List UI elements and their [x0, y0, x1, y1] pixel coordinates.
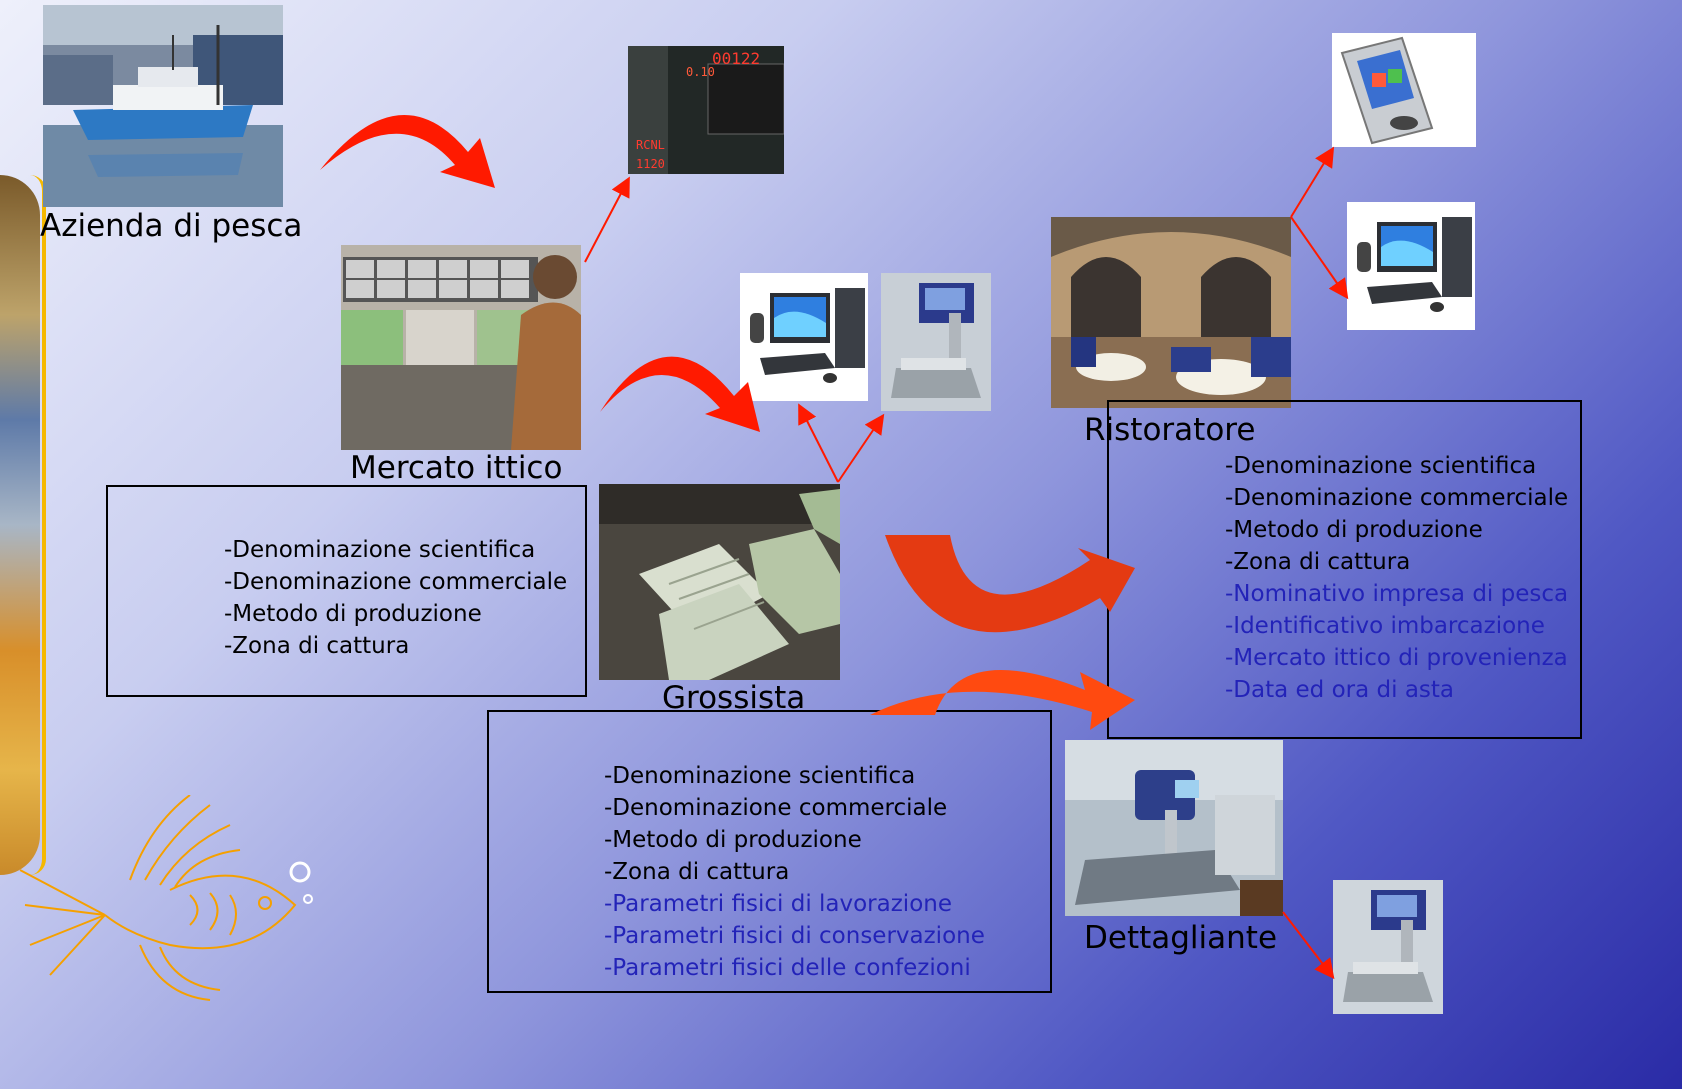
thin-arrow-ristoratore-to-pda — [1290, 146, 1335, 218]
ristoratore-info-box: -Denominazione scientifica -Denominazion… — [1107, 400, 1582, 739]
retail-counter-photo — [1065, 740, 1283, 916]
thin-arrow-ristoratore-to-pc — [1290, 216, 1349, 300]
left-photo-strip — [0, 175, 48, 875]
cross-arrow-to-dettagliante — [870, 670, 1135, 730]
grossista-info-box: -Denominazione scientifica -Denominazion… — [487, 710, 1052, 993]
thin-arrow-dettagliante-to-scale — [1282, 911, 1335, 980]
list-item: -Zona di cattura — [604, 859, 790, 885]
node-label-ristoratore: Ristoratore — [1084, 412, 1256, 448]
restaurant-computer-photo — [1347, 202, 1475, 330]
grossista-info-list: -Denominazione scientifica -Denominazion… — [604, 760, 985, 984]
curved-arrow-mercato-to-grossista — [600, 356, 760, 432]
thin-arrow-mercato-to-display — [584, 176, 630, 263]
list-item-extra: -Parametri fisici delle confezioni — [604, 955, 971, 981]
auction-price-text: 0.10 — [686, 65, 715, 79]
list-item: -Denominazione scientifica — [1225, 453, 1537, 479]
handheld-pda-photo — [1332, 33, 1476, 147]
thin-arrow-grossista-to-pc — [798, 403, 839, 483]
list-item-extra: -Parametri fisici di conservazione — [604, 923, 985, 949]
list-item-extra: -Data ed ora di asta — [1225, 677, 1455, 703]
list-item-extra: -Nominativo impresa di pesca — [1225, 581, 1569, 607]
list-item: -Metodo di produzione — [224, 601, 482, 627]
mercato-info-list: -Denominazione scientifica -Denominazion… — [224, 534, 567, 662]
ristoratore-info-list: -Denominazione scientifica -Denominazion… — [1225, 450, 1568, 706]
auction-time-text: 1120 — [636, 157, 665, 171]
retail-scale-photo — [1333, 880, 1443, 1014]
restaurant-dining-room-photo — [1051, 217, 1291, 408]
list-item: -Denominazione commerciale — [224, 569, 568, 595]
curved-arrow-azienda-to-mercato — [320, 115, 495, 188]
auction-code-text: RCNL — [636, 138, 665, 152]
list-item: -Denominazione commerciale — [604, 795, 948, 821]
mercato-info-box: -Denominazione scientifica -Denominazion… — [106, 485, 587, 697]
list-item: -Metodo di produzione — [604, 827, 862, 853]
auction-counter-text: 00122 — [712, 49, 760, 68]
auction-display-photo: 00122 0.10 RCNL 1120 — [628, 46, 784, 174]
node-label-mercato: Mercato ittico — [350, 450, 563, 486]
list-item: -Zona di cattura — [224, 633, 410, 659]
digital-scale-photo — [881, 273, 991, 411]
list-item: -Denominazione scientifica — [224, 537, 536, 563]
node-label-azienda: Azienda di pesca — [40, 208, 303, 244]
goldfish-icon — [19, 795, 313, 1001]
list-item: -Metodo di produzione — [1225, 517, 1483, 543]
list-item: -Denominazione commerciale — [1225, 485, 1569, 511]
list-item-extra: -Parametri fisici di lavorazione — [604, 891, 952, 917]
market-control-room-photo — [341, 245, 581, 450]
thin-arrow-grossista-to-scale — [837, 413, 885, 483]
wholesaler-fish-crates-photo — [599, 484, 840, 680]
list-item: -Zona di cattura — [1225, 549, 1411, 575]
list-item: -Denominazione scientifica — [604, 763, 916, 789]
node-label-dettagliante: Dettagliante — [1084, 920, 1278, 956]
desktop-computer-photo — [740, 273, 868, 401]
list-item-extra: -Mercato ittico di provenienza — [1225, 645, 1568, 671]
fishing-boat-photo — [43, 5, 283, 207]
list-item-extra: -Identificativo imbarcazione — [1225, 613, 1545, 639]
cross-arrow-to-ristoratore — [885, 535, 1135, 633]
